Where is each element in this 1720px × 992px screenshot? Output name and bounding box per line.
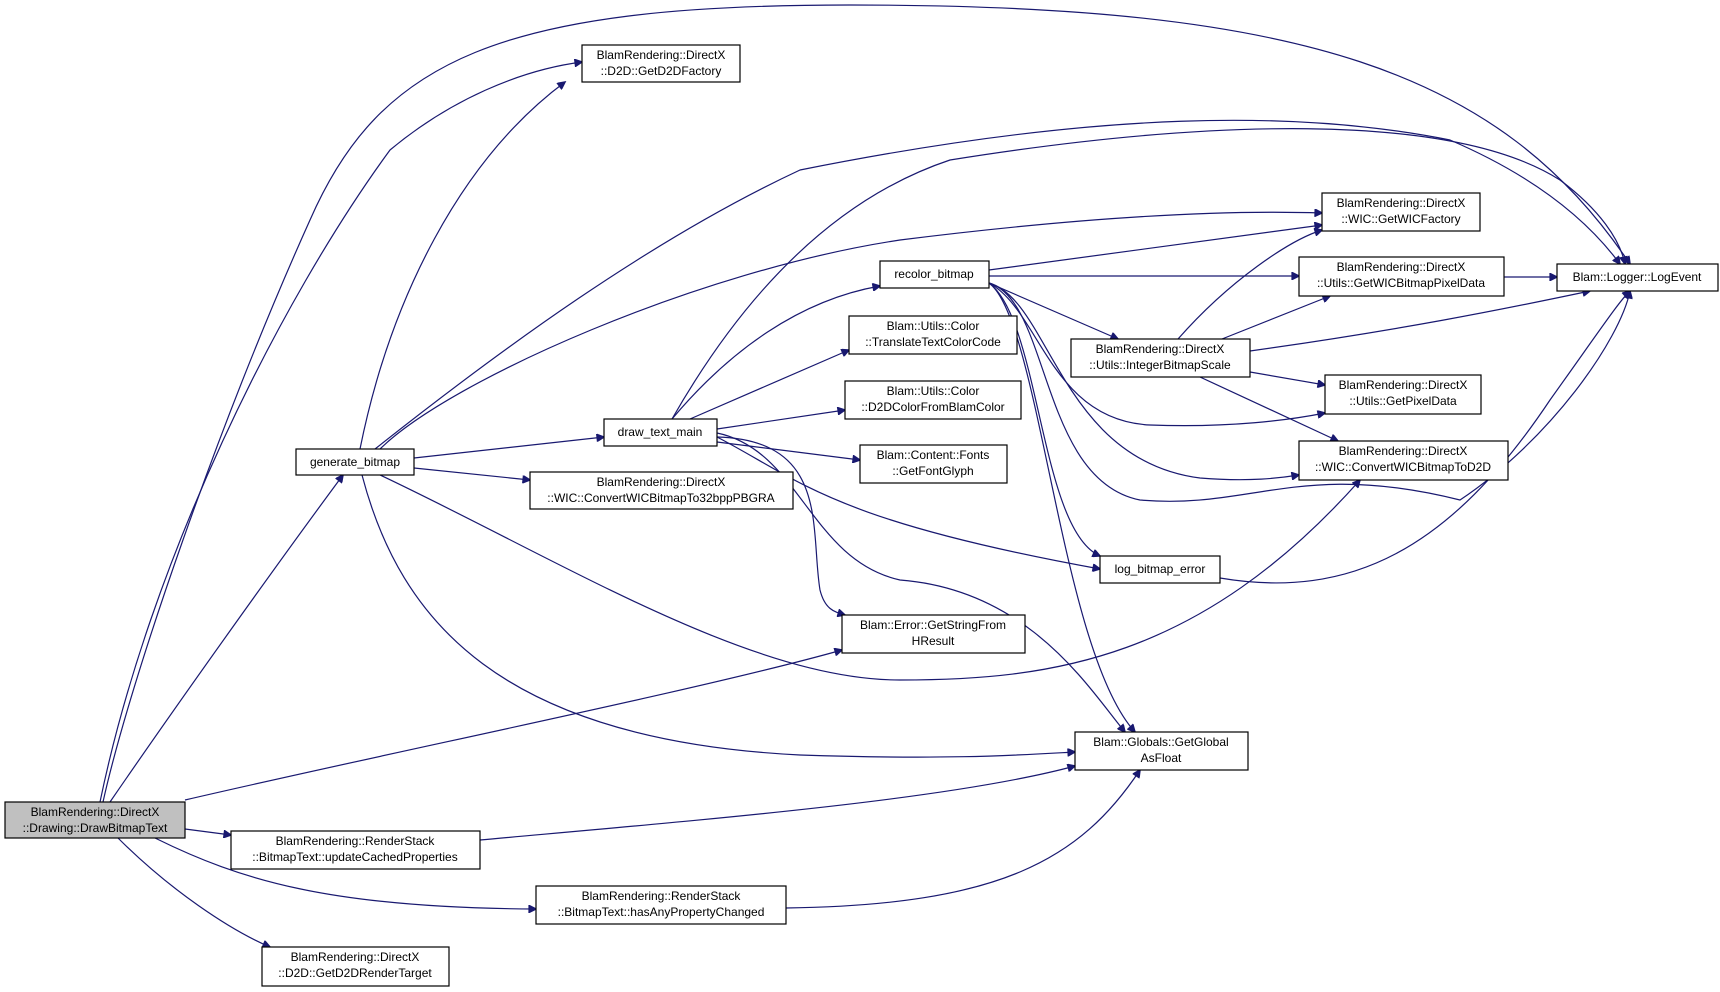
node-translate-text-color[interactable]: Blam::Utils::Color ::TranslateTextColorC… (848, 315, 1018, 355)
edge-integer-bitmap-scale-to-log-event (1249, 291, 1590, 352)
svg-text:draw_text_main: draw_text_main (618, 425, 703, 439)
svg-text:Blam::Utils::Color: Blam::Utils::Color (887, 319, 980, 333)
edge-draw-bitmap-text-to-update-cached-properties (184, 828, 231, 835)
edge-draw-bitmap-text-to-log-event (102, 4, 1630, 803)
svg-text:Blam::Logger::LogEvent: Blam::Logger::LogEvent (1573, 270, 1702, 284)
edge-log-bitmap-error-to-log-event (1219, 291, 1630, 584)
svg-text:::D2DColorFromBlamColor: ::D2DColorFromBlamColor (861, 400, 1004, 414)
svg-text:BlamRendering::DirectX: BlamRendering::DirectX (1339, 444, 1468, 458)
svg-text:::WIC::ConvertWICBitmapTo32bpp: ::WIC::ConvertWICBitmapTo32bppPBGRA (547, 491, 774, 505)
svg-text:::TranslateTextColorCode: ::TranslateTextColorCode (865, 335, 1001, 349)
node-get-string-from-hresult[interactable]: Blam::Error::GetStringFrom HResult (841, 614, 1026, 654)
edge-recolor-bitmap-to-log-bitmap-error (988, 282, 1100, 556)
edge-draw-bitmap-text-to-get-string-from-hresult (184, 650, 842, 801)
edges-layer (99, 4, 1630, 947)
svg-text:Blam::Content::Fonts: Blam::Content::Fonts (877, 448, 990, 462)
node-draw-text-main[interactable]: draw_text_main (603, 418, 718, 447)
edge-integer-bitmap-scale-to-get-wic-bitmap-pixel-data (1221, 296, 1330, 340)
edge-recolor-bitmap-to-get-wic-factory (988, 225, 1322, 271)
node-draw-bitmap-text[interactable]: BlamRendering::DirectX ::Drawing::DrawBi… (4, 801, 186, 839)
edge-recolor-bitmap-to-convert-to-d2d (988, 282, 1299, 481)
svg-text:::WIC::ConvertWICBitmapToD2D: ::WIC::ConvertWICBitmapToD2D (1315, 460, 1491, 474)
node-convert-32bpp[interactable]: BlamRendering::DirectX ::WIC::ConvertWIC… (529, 471, 794, 510)
edge-generate-bitmap-to-convert-32bpp (413, 467, 530, 480)
edge-draw-bitmap-text-to-has-any-property-changed (154, 837, 536, 909)
edge-generate-bitmap-to-log-event (374, 119, 1620, 450)
edge-draw-text-main-to-get-font-glyph (716, 441, 860, 460)
edge-integer-bitmap-scale-to-get-pixel-data (1249, 371, 1325, 385)
svg-text:BlamRendering::DirectX: BlamRendering::DirectX (1096, 342, 1225, 356)
svg-text:BlamRendering::DirectX: BlamRendering::DirectX (291, 950, 420, 964)
node-get-wic-bitmap-pixel-data[interactable]: BlamRendering::DirectX ::Utils::GetWICBi… (1298, 256, 1505, 297)
node-update-cached-properties[interactable]: BlamRendering::RenderStack ::BitmapText:… (230, 830, 481, 870)
node-integer-bitmap-scale[interactable]: BlamRendering::DirectX ::Utils::IntegerB… (1070, 338, 1251, 378)
svg-text:::Drawing::DrawBitmapText: ::Drawing::DrawBitmapText (23, 821, 168, 835)
node-recolor-bitmap[interactable]: recolor_bitmap (879, 260, 990, 289)
edge-draw-bitmap-text-to-get-d2d-factory (99, 62, 582, 803)
node-get-font-glyph[interactable]: Blam::Content::Fonts ::GetFontGlyph (859, 444, 1008, 484)
svg-text:BlamRendering::DirectX: BlamRendering::DirectX (597, 475, 726, 489)
node-get-d2d-factory[interactable]: BlamRendering::DirectX ::D2D::GetD2DFact… (581, 44, 741, 83)
svg-text:BlamRendering::DirectX: BlamRendering::DirectX (1337, 196, 1466, 210)
edge-draw-text-main-to-recolor-bitmap (671, 286, 880, 420)
svg-text:::Utils::GetWICBitmapPixelData: ::Utils::GetWICBitmapPixelData (1317, 276, 1485, 290)
edge-recolor-bitmap-to-get-pixel-data (988, 282, 1325, 427)
svg-text:::WIC::GetWICFactory: ::WIC::GetWICFactory (1341, 212, 1460, 226)
edge-draw-text-main-to-get-string-from-hresult (716, 436, 845, 615)
node-has-any-property-changed[interactable]: BlamRendering::RenderStack ::BitmapText:… (535, 885, 787, 925)
node-get-global-as-float[interactable]: Blam::Globals::GetGlobal AsFloat (1074, 731, 1249, 771)
svg-text:generate_bitmap: generate_bitmap (310, 455, 400, 469)
svg-text:BlamRendering::DirectX: BlamRendering::DirectX (31, 805, 160, 819)
edge-has-any-property-changed-to-get-global-as-float (785, 770, 1140, 909)
edge-generate-bitmap-to-draw-text-main (413, 437, 604, 459)
edge-draw-text-main-to-log-bitmap-error (716, 436, 1100, 569)
svg-text:Blam::Globals::GetGlobal: Blam::Globals::GetGlobal (1093, 735, 1228, 749)
edge-integer-bitmap-scale-to-get-wic-factory (1177, 230, 1322, 340)
nodes-layer: BlamRendering::DirectX ::Drawing::DrawBi… (4, 44, 1719, 987)
svg-text:AsFloat: AsFloat (1141, 751, 1182, 765)
svg-text:::D2D::GetD2DFactory: ::D2D::GetD2DFactory (601, 64, 722, 78)
edge-recolor-bitmap-to-integer-bitmap-scale (988, 282, 1118, 339)
node-log-event[interactable]: Blam::Logger::LogEvent (1556, 263, 1719, 292)
node-generate-bitmap[interactable]: generate_bitmap (295, 448, 415, 476)
edge-draw-bitmap-text-to-generate-bitmap (109, 475, 343, 803)
edge-recolor-bitmap-to-get-global-as-float (988, 282, 1135, 732)
edge-generate-bitmap-to-get-d2d-factory (359, 82, 565, 450)
svg-text:::BitmapText::hasAnyPropertyCh: ::BitmapText::hasAnyPropertyChanged (558, 905, 765, 919)
edge-generate-bitmap-to-get-wic-factory (379, 212, 1322, 450)
svg-text:BlamRendering::DirectX: BlamRendering::DirectX (1339, 378, 1468, 392)
node-log-bitmap-error[interactable]: log_bitmap_error (1099, 555, 1221, 584)
svg-text:::BitmapText::updateCachedProp: ::BitmapText::updateCachedProperties (252, 850, 457, 864)
edge-draw-bitmap-text-to-get-d2d-render-target (117, 837, 270, 947)
svg-text:::Utils::GetPixelData: ::Utils::GetPixelData (1349, 394, 1457, 408)
svg-text:BlamRendering::DirectX: BlamRendering::DirectX (1337, 260, 1466, 274)
node-get-pixel-data[interactable]: BlamRendering::DirectX ::Utils::GetPixel… (1324, 374, 1482, 415)
svg-text:Blam::Utils::Color: Blam::Utils::Color (887, 384, 980, 398)
edge-integer-bitmap-scale-to-convert-to-d2d (1199, 376, 1338, 441)
edge-draw-text-main-to-d2d-color-from-blam (716, 410, 845, 430)
svg-text:BlamRendering::DirectX: BlamRendering::DirectX (597, 48, 726, 62)
svg-text:Blam::Error::GetStringFrom: Blam::Error::GetStringFrom (860, 618, 1006, 632)
svg-text:::Utils::IntegerBitmapScale: ::Utils::IntegerBitmapScale (1089, 358, 1231, 372)
edge-generate-bitmap-to-get-global-as-float (361, 474, 1075, 758)
edge-draw-text-main-to-log-event (671, 128, 1625, 420)
edge-update-cached-properties-to-get-global-as-float (479, 766, 1075, 841)
svg-text:HResult: HResult (912, 634, 955, 648)
svg-text:BlamRendering::RenderStack: BlamRendering::RenderStack (276, 834, 436, 848)
edge-generate-bitmap-to-convert-to-d2d (379, 474, 1360, 681)
node-convert-to-d2d[interactable]: BlamRendering::DirectX ::WIC::ConvertWIC… (1298, 440, 1509, 481)
node-get-wic-factory[interactable]: BlamRendering::DirectX ::WIC::GetWICFact… (1321, 192, 1481, 232)
svg-text:BlamRendering::RenderStack: BlamRendering::RenderStack (582, 889, 742, 903)
node-get-d2d-render-target[interactable]: BlamRendering::DirectX ::D2D::GetD2DRend… (261, 946, 450, 987)
edge-draw-text-main-to-translate-text-color (689, 350, 849, 420)
svg-text:::D2D::GetD2DRenderTarget: ::D2D::GetD2DRenderTarget (278, 966, 432, 980)
svg-text:::GetFontGlyph: ::GetFontGlyph (892, 464, 973, 478)
svg-text:recolor_bitmap: recolor_bitmap (894, 267, 974, 281)
svg-text:log_bitmap_error: log_bitmap_error (1115, 562, 1206, 576)
node-d2d-color-from-blam[interactable]: Blam::Utils::Color ::D2DColorFromBlamCol… (844, 380, 1022, 420)
edge-recolor-bitmap-to-log-event (988, 282, 1630, 502)
